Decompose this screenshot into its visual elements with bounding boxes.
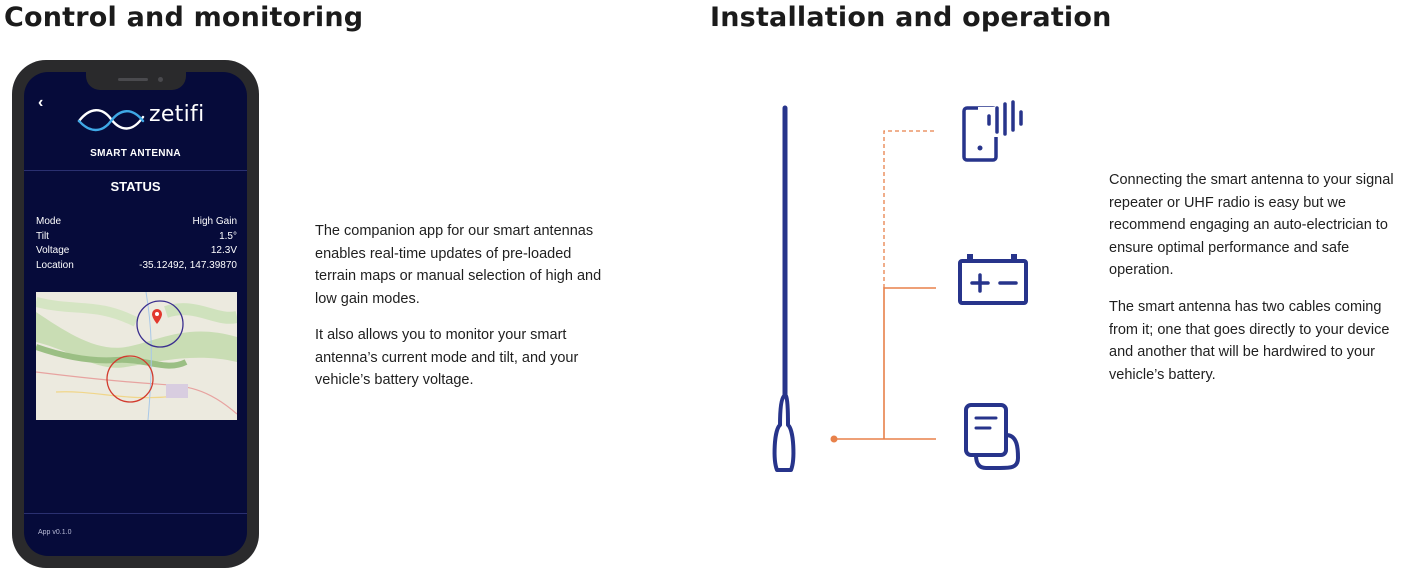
app-brand-name: zetifi (149, 102, 205, 127)
radio-device-icon (964, 403, 1021, 470)
wave-logo-icon (77, 109, 145, 132)
section-title-control: Control and monitoring (4, 2, 364, 33)
terrain-map[interactable] (36, 292, 237, 420)
divider (24, 170, 247, 171)
installation-diagram (772, 100, 1028, 472)
status-label: Tilt (36, 230, 49, 242)
cable-lines (830, 130, 936, 443)
status-label: Mode (36, 216, 62, 227)
status-title: STATUS (110, 179, 161, 194)
status-value: High Gain (192, 216, 237, 227)
battery-icon (958, 254, 1028, 305)
status-list: Mode High Gain Tilt 1.5° Voltage 12.3V L… (36, 215, 237, 273)
section-title-installation: Installation and operation (710, 2, 1112, 33)
status-row-mode: Mode High Gain (36, 215, 237, 230)
status-value: 12.3V (210, 245, 237, 256)
status-value: -35.12492, 147.39870 (139, 259, 237, 271)
status-row-location: Location -35.12492, 147.39870 (36, 259, 237, 274)
divider (24, 513, 247, 514)
installation-paragraph-1: Connecting the smart antenna to your sig… (1109, 172, 1394, 278)
status-row-tilt: Tilt 1.5° (36, 230, 237, 245)
phone-signal-icon (962, 100, 1023, 162)
control-paragraph-2: It also allows you to monitor your smart… (315, 327, 579, 388)
location-pin-icon (152, 309, 162, 324)
antenna-icon (772, 105, 796, 472)
app-version: App v0.1.0 (38, 529, 72, 536)
control-paragraph-1: The companion app for our smart antennas… (315, 223, 602, 307)
status-label: Voltage (36, 245, 70, 256)
installation-paragraph-2: The smart antenna has two cables coming … (1109, 299, 1390, 383)
status-label: Location (36, 259, 74, 271)
phone-notch (86, 72, 186, 90)
app-subtitle: SMART ANTENNA (90, 148, 181, 159)
status-row-voltage: Voltage 12.3V (36, 244, 237, 259)
phone-mockup: ‹ zetifi SMART ANTENNA STATUS Mode High … (12, 60, 259, 568)
status-value: 1.5° (219, 230, 237, 242)
app-logo: zetifi (76, 102, 206, 135)
app-screen: ‹ zetifi SMART ANTENNA STATUS Mode High … (24, 72, 247, 556)
back-icon[interactable]: ‹ (38, 94, 44, 111)
